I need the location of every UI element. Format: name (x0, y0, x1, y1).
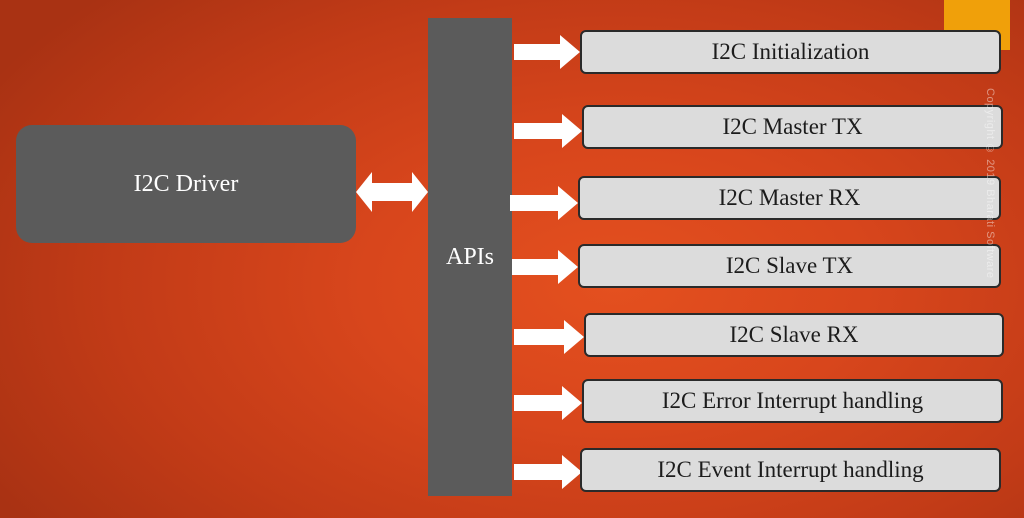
copyright-watermark: Copyright © 2019 Bharati Software (984, 88, 996, 279)
api-box-master-tx: I2C Master TX (582, 105, 1003, 149)
right-arrow-icon (514, 386, 582, 420)
right-arrow-icon (512, 250, 578, 284)
i2c-driver-block: I2C Driver (16, 125, 356, 243)
bidirectional-arrow-icon (356, 172, 428, 212)
api-box-initialization: I2C Initialization (580, 30, 1001, 74)
right-arrow-icon (514, 320, 584, 354)
api-box-master-rx: I2C Master RX (578, 176, 1001, 220)
api-box-slave-tx: I2C Slave TX (578, 244, 1001, 288)
api-label-slave-rx: I2C Slave RX (729, 322, 859, 347)
api-label-master-rx: I2C Master RX (718, 185, 861, 210)
api-label-event-interrupt: I2C Event Interrupt handling (657, 457, 924, 482)
api-label-initialization: I2C Initialization (711, 39, 870, 64)
api-label-slave-tx: I2C Slave TX (725, 253, 854, 278)
right-arrow-icon (514, 114, 582, 148)
api-box-event-interrupt: I2C Event Interrupt handling (580, 448, 1001, 492)
api-label-master-tx: I2C Master TX (722, 114, 863, 139)
api-box-error-interrupt: I2C Error Interrupt handling (582, 379, 1003, 423)
right-arrow-icon (514, 35, 580, 69)
right-arrow-icon (510, 186, 578, 220)
api-box-slave-rx: I2C Slave RX (584, 313, 1004, 357)
i2c-driver-label: I2C Driver (133, 170, 239, 197)
apis-label: APIs (445, 244, 494, 270)
api-label-error-interrupt: I2C Error Interrupt handling (661, 388, 924, 413)
apis-block (428, 18, 512, 496)
right-arrow-icon (514, 455, 582, 489)
